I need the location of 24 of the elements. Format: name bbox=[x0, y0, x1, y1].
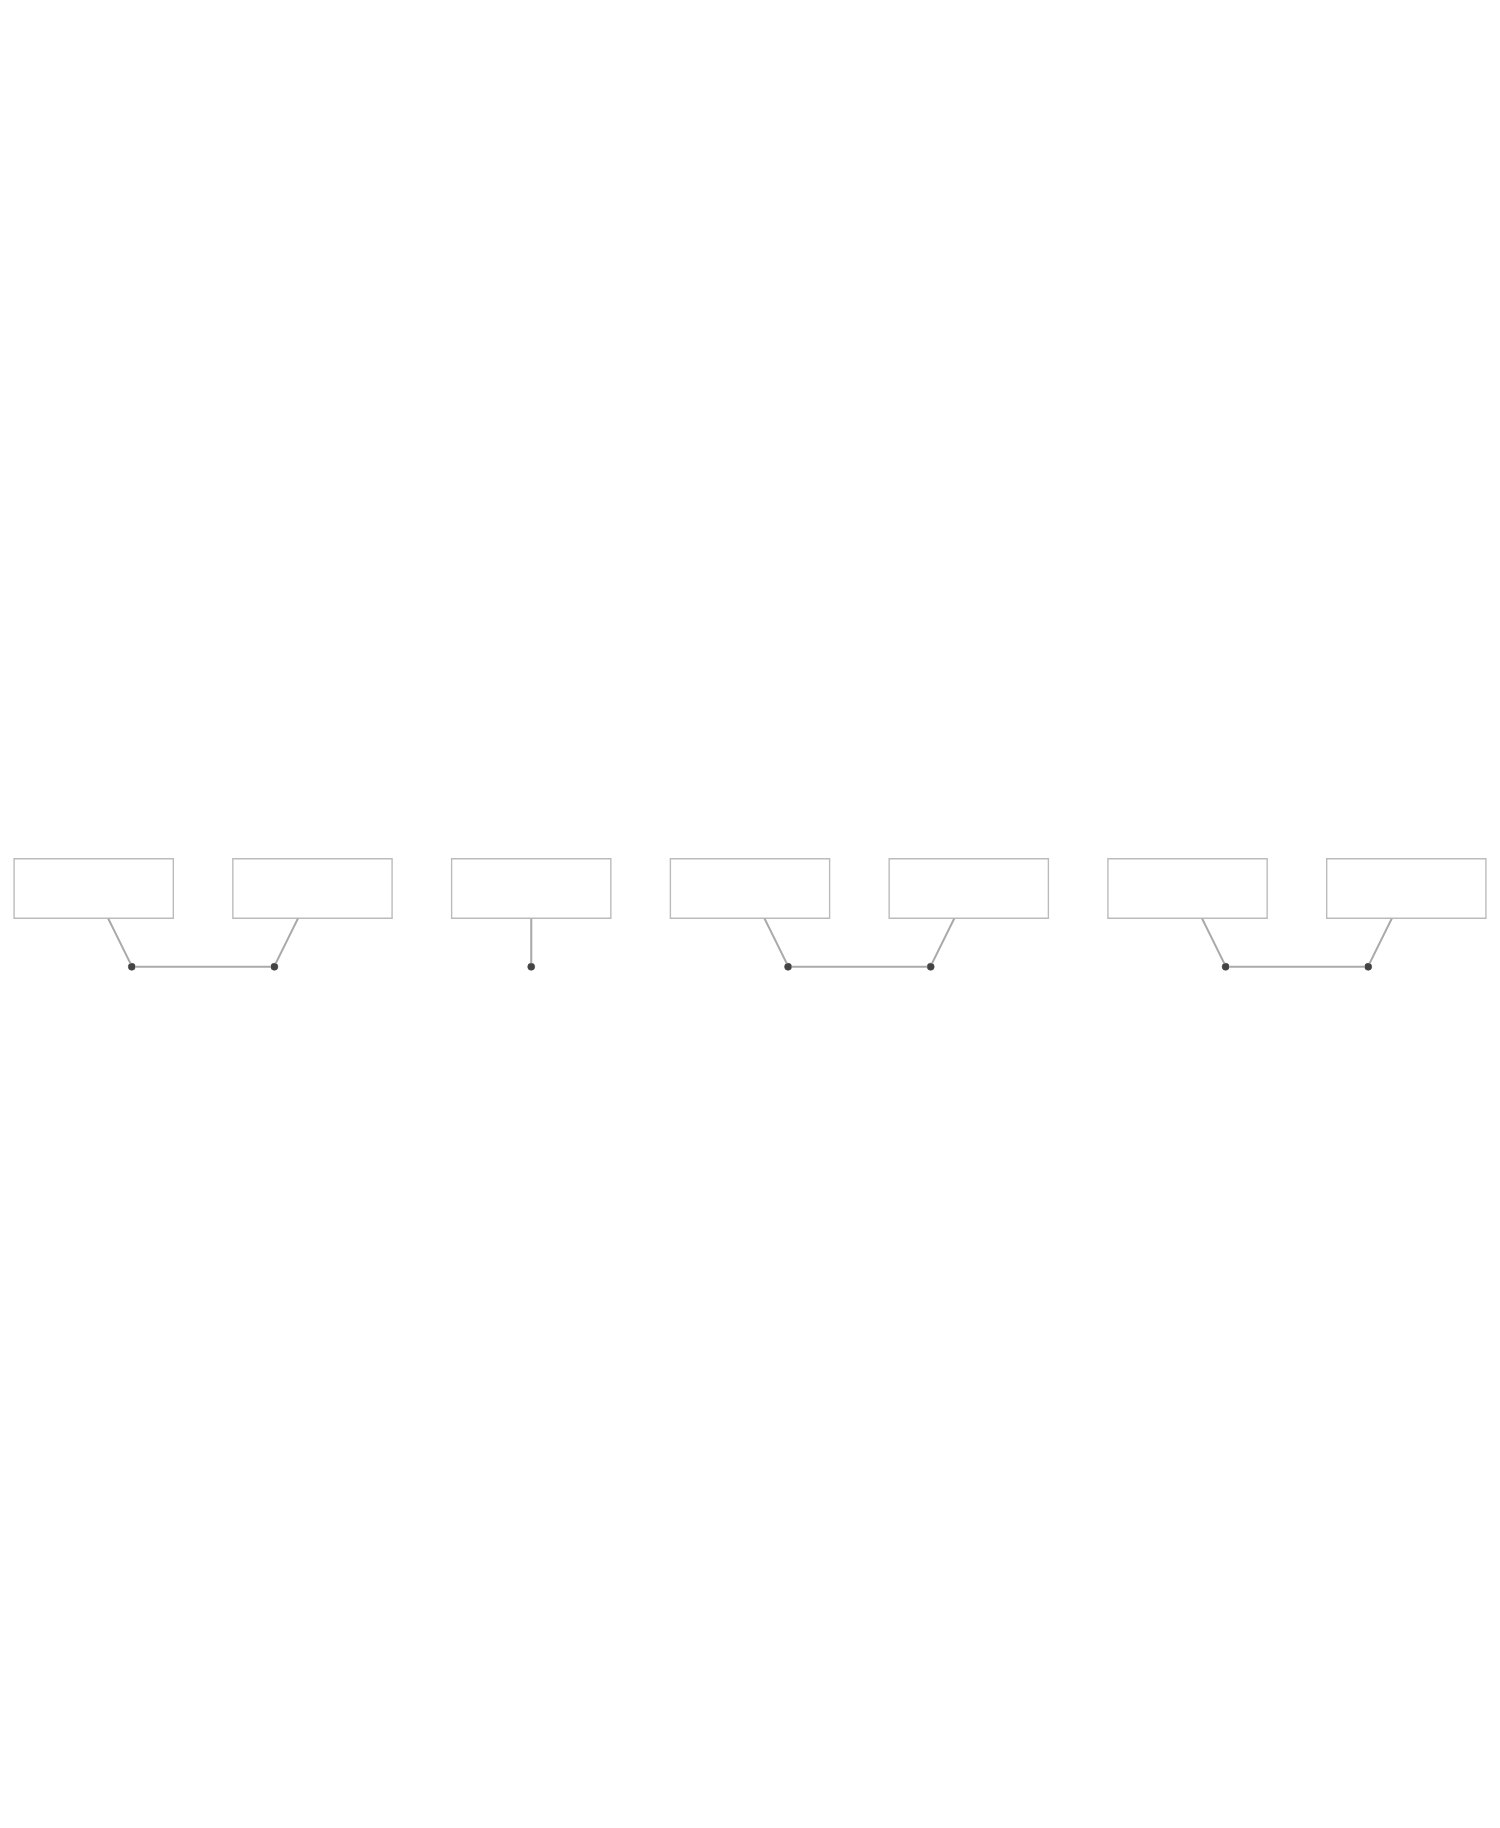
node-circle bbox=[127, 962, 136, 971]
node-circle bbox=[1364, 962, 1373, 971]
node-box bbox=[232, 857, 393, 919]
connector bbox=[791, 965, 928, 968]
node-circle bbox=[1221, 962, 1230, 971]
connector bbox=[763, 917, 788, 964]
connector bbox=[135, 965, 271, 968]
connector bbox=[1229, 965, 1365, 968]
node-circle bbox=[270, 962, 279, 971]
connector bbox=[530, 918, 533, 963]
connector bbox=[931, 917, 956, 964]
node-box bbox=[669, 857, 831, 919]
connector bbox=[274, 917, 299, 964]
node-box bbox=[450, 857, 612, 919]
node-circle bbox=[527, 962, 536, 971]
node-circle bbox=[784, 962, 792, 971]
node-box bbox=[888, 857, 1050, 919]
connector bbox=[107, 917, 132, 964]
connector bbox=[1201, 917, 1226, 964]
node-box bbox=[1326, 857, 1487, 919]
connector bbox=[1368, 917, 1393, 964]
node-box bbox=[13, 857, 174, 919]
node-box bbox=[1107, 857, 1268, 919]
node-circle bbox=[926, 962, 935, 971]
